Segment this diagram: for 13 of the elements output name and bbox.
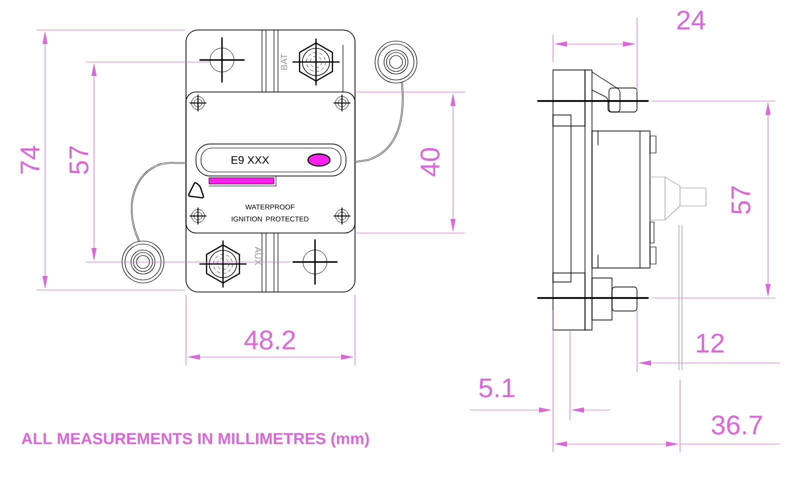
note-text: ALL MEASUREMENTS IN MILLIMETRES (mm) [22, 432, 369, 448]
dimension-label: 40 [420, 148, 440, 176]
terminal-label: AUX [254, 246, 262, 266]
dimension-label: 12 [697, 334, 724, 352]
dimension-label: 5.1 [479, 378, 514, 398]
dimension-label: 48.2 [244, 330, 295, 350]
dimension-label: 57 [70, 146, 88, 174]
terminal-label: BAT [280, 54, 288, 70]
rating-label: E9 XXX [232, 156, 270, 164]
dimension-label: 24 [677, 10, 706, 30]
dimension-label: 74 [20, 146, 40, 174]
dimension-label: 57 [732, 186, 750, 214]
dimension-label: 36.7 [712, 415, 762, 435]
